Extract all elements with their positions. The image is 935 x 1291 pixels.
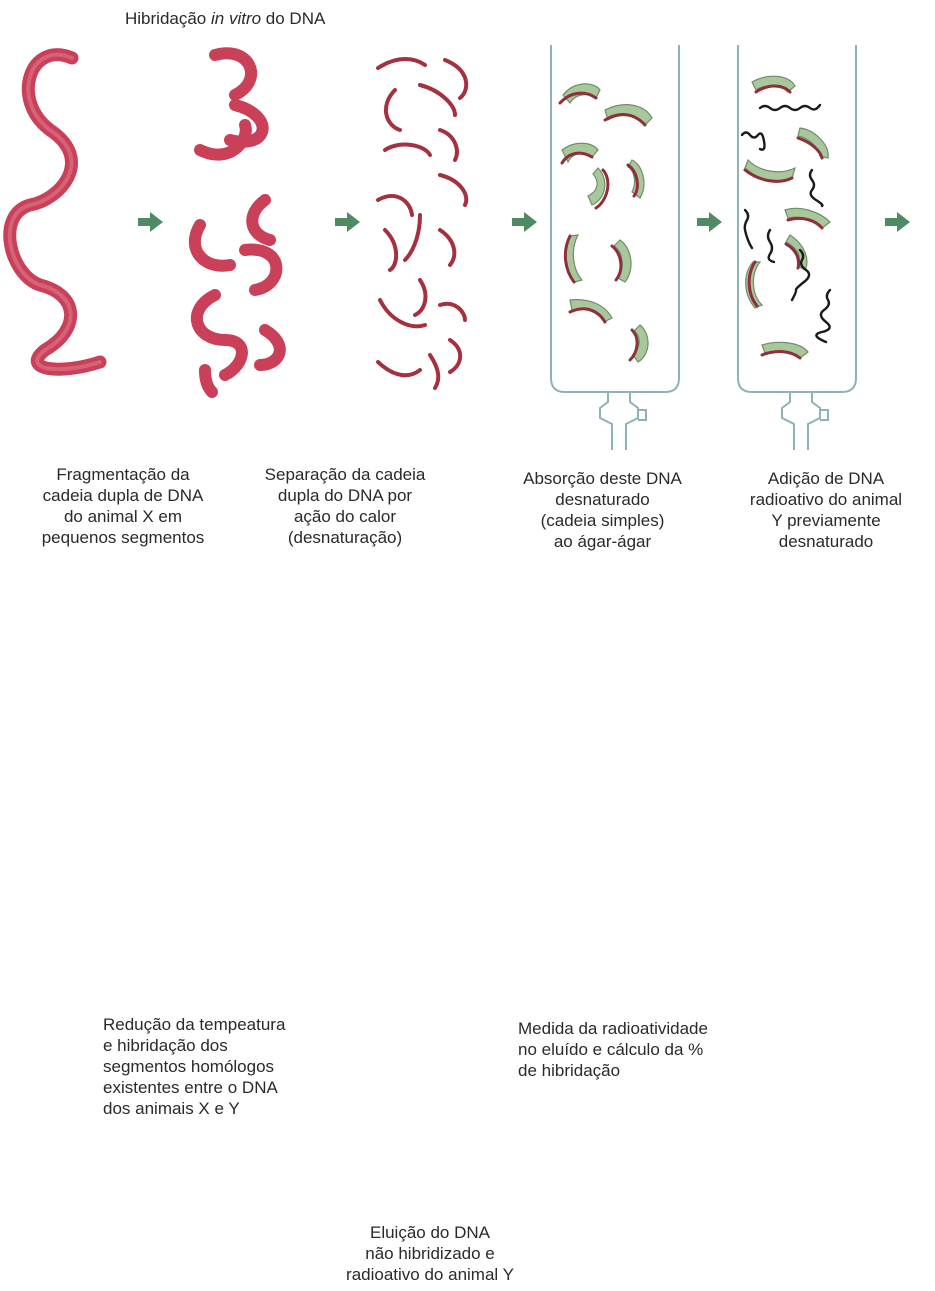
agar-granules <box>561 83 653 363</box>
agar-granules <box>744 75 831 359</box>
addition-label: Adição de DNA radioativo do animal Y pre… <box>749 469 903 551</box>
dna-fragments <box>188 47 286 398</box>
separation-label: Separação da cadeia dupla do DNA por açã… <box>264 465 426 547</box>
agar-column-1 <box>550 45 680 450</box>
single-strands <box>376 57 469 390</box>
title-prefix: Hibridação <box>125 9 211 28</box>
absorption-label: Absorção deste DNA desnaturado (cadeia s… <box>523 469 682 551</box>
long-dna-molecule <box>3 48 107 376</box>
arrow-icon <box>138 212 910 232</box>
measurement-label: Medida da radioatividade no eluído e cál… <box>518 1019 708 1080</box>
hybridization-label: Redução da tempeatura e hibridação dos s… <box>103 1015 286 1118</box>
bound-single-strands <box>558 91 647 362</box>
elution-label: Eluição do DNA não hibridizado e radioat… <box>346 1223 514 1284</box>
title-suffix: do DNA <box>261 9 326 28</box>
diagram-title: Hibridação in vitro do DNA <box>125 8 325 30</box>
bound-single-strands <box>743 84 824 360</box>
title-italic: in vitro <box>211 9 262 28</box>
agar-column-2 <box>737 45 857 450</box>
fragmentation-label: Fragmentação da cadeia dupla de DNA do a… <box>41 465 205 547</box>
radioactive-dna-strands <box>740 103 832 344</box>
